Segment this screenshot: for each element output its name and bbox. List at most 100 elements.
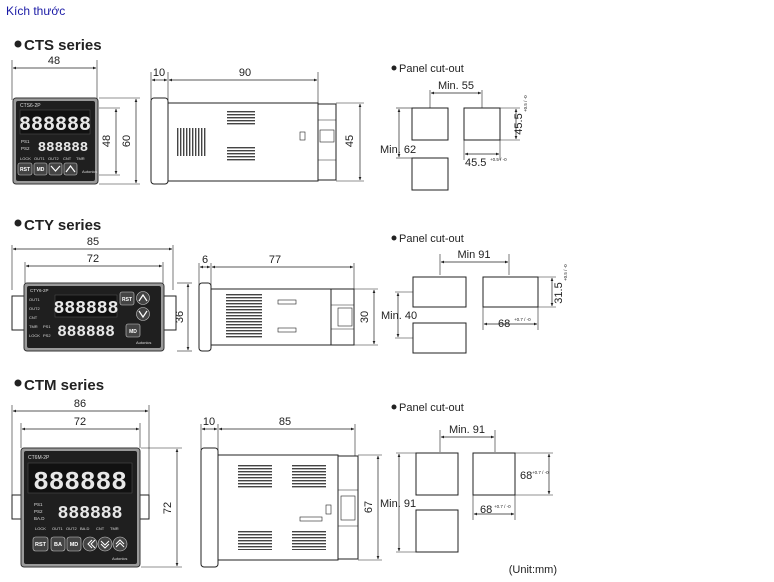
ctm-panel-cutout: Panel cut-out Min. 91 68 +0.7 / -0 68 +0… [380, 402, 553, 553]
cty-cutout-w-tol: +0.7 / -0 [514, 317, 531, 322]
cty-panel-cutout: Panel cut-out Min 91 31.5 +0.5 / -0 68 +… [381, 233, 568, 354]
cty-cutout-h-tol: +0.5 / -0 [563, 264, 568, 281]
cts-rst-button[interactable]: RST [17, 162, 33, 176]
cts-ind-out2: OUT2 [48, 156, 59, 161]
unit-note: (Unit:mm) [509, 564, 557, 576]
cts-display-main: 888888 [19, 114, 91, 137]
cts-down-button[interactable] [48, 162, 63, 176]
cts-display-sub: 888888 [38, 140, 88, 156]
ctm-display-main: 888888 [33, 467, 127, 497]
cty-label-ps1: PS1 [43, 324, 51, 329]
cts-panel-cutout: Panel cut-out Min. 55 45.5 +0.5 / -0 45.… [380, 63, 528, 191]
ctm-front-view: 86 72 CT6M-2P 888888 PS1 PS2 BA.D 888888… [11, 398, 182, 568]
cty-rst-label: RST [122, 297, 132, 303]
cts-md-label: MD [37, 167, 45, 173]
ctm-md-button[interactable]: MD [66, 536, 82, 552]
ctm-ba-button[interactable]: BA [50, 536, 66, 552]
cty-down-button[interactable] [136, 307, 150, 321]
cty-cutout-bullet-icon [391, 235, 397, 241]
cts-up-button[interactable] [63, 162, 78, 176]
cts-cutout-min-x: Min. 55 [438, 80, 474, 92]
cty-front-height: 36 [174, 311, 186, 323]
cts-front-width: 48 [48, 55, 60, 67]
cts-cutout-w-tol: +0.5 / -0 [490, 157, 507, 162]
cty-down-chevron-icon [138, 310, 148, 319]
cts-side-view: 10 90 45 [150, 67, 364, 185]
cts-cutout-width: 45.5 [465, 157, 486, 169]
ctm-total-width: 86 [74, 398, 86, 410]
cts-up-chevron-icon [65, 165, 76, 173]
cts-front-height-inner: 48 [101, 135, 113, 147]
cty-brand: Autonics [136, 340, 151, 345]
cty-label-out2: OUT2 [29, 306, 40, 311]
cty-side-view: 6 77 30 [198, 254, 378, 352]
cty-side-height: 30 [359, 311, 371, 323]
cty-bullet-icon [14, 219, 22, 227]
cty-label-ps2: PS2 [43, 333, 51, 338]
cty-rst-button[interactable]: RST [119, 291, 135, 306]
cty-total-width: 85 [87, 236, 99, 248]
ctm-md-label: MD [70, 542, 79, 548]
ctm-cutout-min-x: Min. 91 [449, 424, 485, 436]
ctm-cutout-label: Panel cut-out [399, 402, 464, 414]
ctm-ind-cnt: CNT [96, 526, 105, 531]
cts-cutout-min-y: Min. 62 [380, 144, 416, 156]
cts-bullet-icon [14, 40, 22, 48]
cty-section: CTY series 85 72 CTY6-2P OUT1 OUT2 CNT T… [11, 217, 568, 354]
ctm-bullet-icon [14, 379, 22, 387]
ctm-ind-tmr: TMR [110, 526, 119, 531]
cty-md-label: MD [129, 329, 137, 335]
ctm-up-button[interactable] [112, 536, 128, 552]
cts-brand: Autonics [82, 169, 97, 174]
ctm-up-chevron-icon [115, 539, 125, 548]
ctm-ind-lock: LOCK [35, 526, 46, 531]
cts-ind-lock: LOCK [20, 156, 31, 161]
ctm-ind-out1: OUT1 [52, 526, 63, 531]
cts-cutout-height: 45.5 [513, 113, 525, 134]
cts-model: CTS6-2P [20, 103, 41, 109]
ctm-side-height: 67 [363, 501, 375, 513]
ctm-shift-button[interactable] [82, 536, 98, 552]
cts-section: CTS series 48 CTS6-2P 888888 PS1 PS2 888… [11, 37, 528, 191]
cts-ind-out1: OUT1 [34, 156, 45, 161]
cts-front-view: 48 CTS6-2P 888888 PS1 PS2 888888 LOCK OU… [11, 55, 140, 185]
ctm-display-sub: 888888 [58, 504, 123, 524]
cts-title: CTS series [24, 37, 102, 54]
cty-side-front-depth: 6 [202, 254, 208, 266]
ctm-brand: Autonics [112, 556, 127, 561]
cts-ind-cnt: CNT [63, 156, 72, 161]
cty-cutout-min-y: Min. 40 [381, 310, 417, 322]
cty-front-view: 85 72 CTY6-2P OUT1 OUT2 CNT TMR LOCK PS1… [11, 236, 192, 352]
cts-cutout-h-tol: +0.5 / -0 [523, 95, 528, 112]
ctm-ind-bad: BA.D [80, 526, 89, 531]
cty-cutout-min-x: Min 91 [457, 249, 490, 261]
cts-rst-label: RST [20, 167, 30, 173]
cts-side-length: 90 [239, 67, 251, 79]
ctm-section: CTM series 86 72 CT6M-2P 888888 PS1 PS2 … [11, 377, 553, 568]
ctm-label-ps1: PS1 [34, 502, 43, 507]
page-title: Kích thước [6, 4, 66, 18]
cty-display-sub: 888888 [57, 323, 115, 341]
cty-label-tmr: TMR [29, 324, 38, 329]
cty-md-button[interactable]: MD [125, 323, 141, 338]
ctm-cutout-width: 68 [480, 504, 492, 516]
cty-up-button[interactable] [136, 291, 150, 305]
ctm-body-width: 72 [74, 416, 86, 428]
ctm-side-front-depth: 10 [203, 416, 215, 428]
ctm-label-ps2: PS2 [34, 509, 43, 514]
cts-md-button[interactable]: MD [33, 162, 48, 176]
ctm-side-length: 85 [279, 416, 291, 428]
cty-label-cnt: CNT [29, 315, 38, 320]
ctm-ba-label: BA [54, 542, 62, 548]
cty-display-main: 888888 [54, 299, 119, 319]
ctm-down-button[interactable] [97, 536, 113, 552]
ctm-title: CTM series [24, 377, 104, 394]
ctm-model: CT6M-2P [28, 455, 50, 461]
ctm-rst-button[interactable]: RST [32, 536, 49, 552]
ctm-cutout-height: 68 [520, 470, 532, 482]
ctm-down-chevron-icon [100, 540, 110, 549]
cty-label-out1: OUT1 [29, 297, 40, 302]
cts-label-ps1: PS1 [21, 139, 30, 144]
cts-ind-tmr: TMR [76, 156, 85, 161]
